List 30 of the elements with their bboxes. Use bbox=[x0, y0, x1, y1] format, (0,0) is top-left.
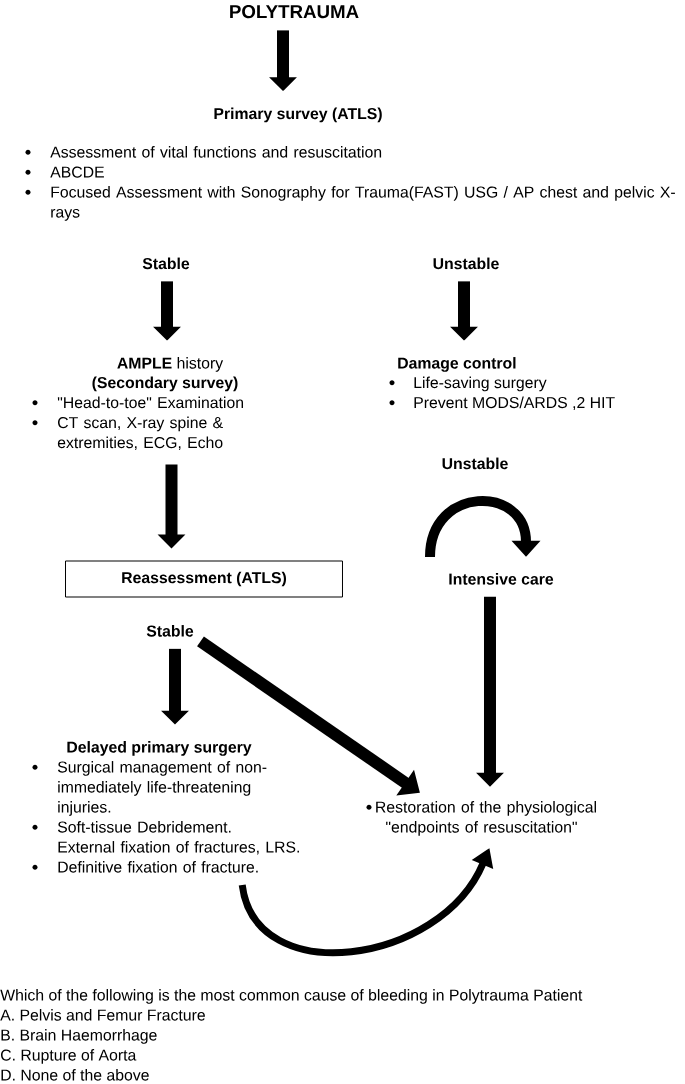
heading: Delayed primary surgery bbox=[67, 741, 252, 756]
answer-option: D. None of the above bbox=[1, 1069, 149, 1081]
heading: AMPLE history bbox=[117, 357, 224, 372]
list-item: Restoration of the physiological "endpoints of resuscitation" bbox=[376, 801, 596, 836]
list-item: Surgical management of non-immediately life-threatening injuries. bbox=[57, 761, 267, 816]
status-label: Stable bbox=[142, 257, 190, 270]
list-item: External fixation of fractures, LRS. bbox=[58, 841, 299, 855]
list-item: Definitive fixation of fracture. bbox=[58, 861, 258, 873]
edge-label: Unstable bbox=[441, 457, 509, 470]
status-label: Stable bbox=[146, 625, 194, 637]
list-item: Prevent MODS/ARDS ,2 HIT bbox=[414, 396, 615, 411]
answer-option: B. Brain Haemorrhage bbox=[1, 1029, 157, 1044]
answer-option: A. Pelvis and Femur Fracture bbox=[0, 1009, 205, 1021]
list-item: Assessment of vital functions and resuscitation bbox=[50, 146, 382, 158]
heading: (Secondary survey) bbox=[92, 376, 238, 392]
list-item: ABCDE bbox=[50, 166, 104, 178]
list-item: Focused Assessment with Sonography for Trauma(FAST) USG / AP chest and pelvic X-rays bbox=[51, 186, 675, 221]
status-label: Unstable bbox=[433, 257, 499, 270]
heading: Primary survey (ATLS) bbox=[214, 107, 382, 123]
step-label: Intensive care bbox=[449, 573, 554, 585]
heading: Damage control bbox=[398, 357, 516, 372]
list-item: CT scan, X-ray spine & extremities, ECG, Echo bbox=[57, 416, 223, 451]
curved-arrow bbox=[425, 496, 541, 558]
list-item: Soft-tissue Debridement. bbox=[57, 821, 231, 833]
list-item: "Head-to-toe" Examination bbox=[57, 396, 243, 409]
question-text: Which of the following is the most common cause of bleeding in Polytrauma Patient bbox=[0, 989, 583, 1004]
list-item: Life-saving surgery bbox=[414, 376, 547, 392]
answer-option: C. Rupture of Aorta bbox=[1, 1049, 137, 1064]
process-box: Reassessment (ATLS) bbox=[65, 560, 343, 598]
title: POLYTRAUMA bbox=[230, 4, 359, 19]
